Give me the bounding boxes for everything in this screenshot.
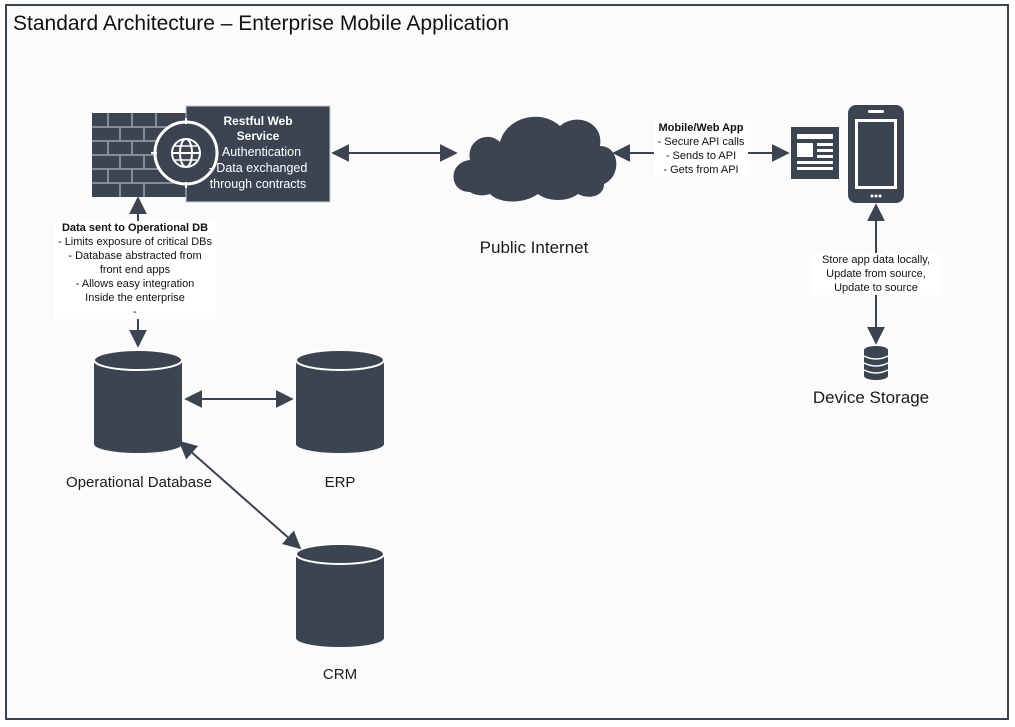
note-line: Update from source,: [826, 268, 926, 280]
restful-web-service: Restful Web Service - Authentication - D…: [186, 106, 330, 202]
note-line: - Limits exposure of critical DBs: [57, 236, 213, 248]
note-line: - Gets from API: [663, 164, 739, 176]
arrow-opdb-crm: [178, 440, 302, 550]
note-line: - Allows easy integration: [75, 278, 195, 290]
cloud-icon: [453, 116, 617, 202]
note-line: Inside the enterprise: [85, 292, 185, 304]
web-service-title: Restful Web Service: [223, 114, 293, 143]
operational-db-note: Data sent to Operational DB - Limits exp…: [54, 221, 216, 319]
web-service-line: - Authentication: [214, 145, 302, 159]
note-line: - Sends to API: [665, 150, 737, 162]
globe-icon: [151, 118, 219, 188]
erp-label: ERP: [324, 474, 356, 491]
erp-database-icon: [295, 349, 385, 453]
database-stack-icon: [863, 346, 889, 380]
note-title: Data sent to Operational DB: [61, 222, 209, 234]
crm-label: CRM: [322, 666, 358, 683]
crm-database-icon: [295, 543, 385, 647]
mobile-phone-icon: [848, 105, 904, 203]
diagram-title: Standard Architecture – Enterprise Mobil…: [13, 12, 510, 35]
web-service-line: through contracts: [209, 177, 307, 191]
newspaper-icon: [791, 127, 839, 179]
note-line: front end apps: [99, 264, 171, 276]
note-line: - Secure API calls: [657, 136, 745, 148]
note-line: -: [133, 306, 137, 318]
note-line: Store app data locally,: [821, 254, 931, 266]
operational-database-label: Operational Database: [66, 474, 212, 491]
device-storage-note: Store app data locally, Update from sour…: [812, 253, 940, 295]
operational-database-icon: [93, 349, 183, 453]
note-title: Mobile/Web App: [658, 122, 744, 134]
note-line: - Database abstracted from: [68, 250, 202, 262]
note-line: Update to source: [834, 282, 918, 294]
device-storage-label: Device Storage: [812, 388, 930, 407]
public-internet-label: Public Internet: [479, 238, 589, 257]
mobile-web-app-note: Mobile/Web App - Secure API calls - Send…: [654, 121, 748, 177]
web-service-line: - Data exchanged: [208, 161, 308, 175]
